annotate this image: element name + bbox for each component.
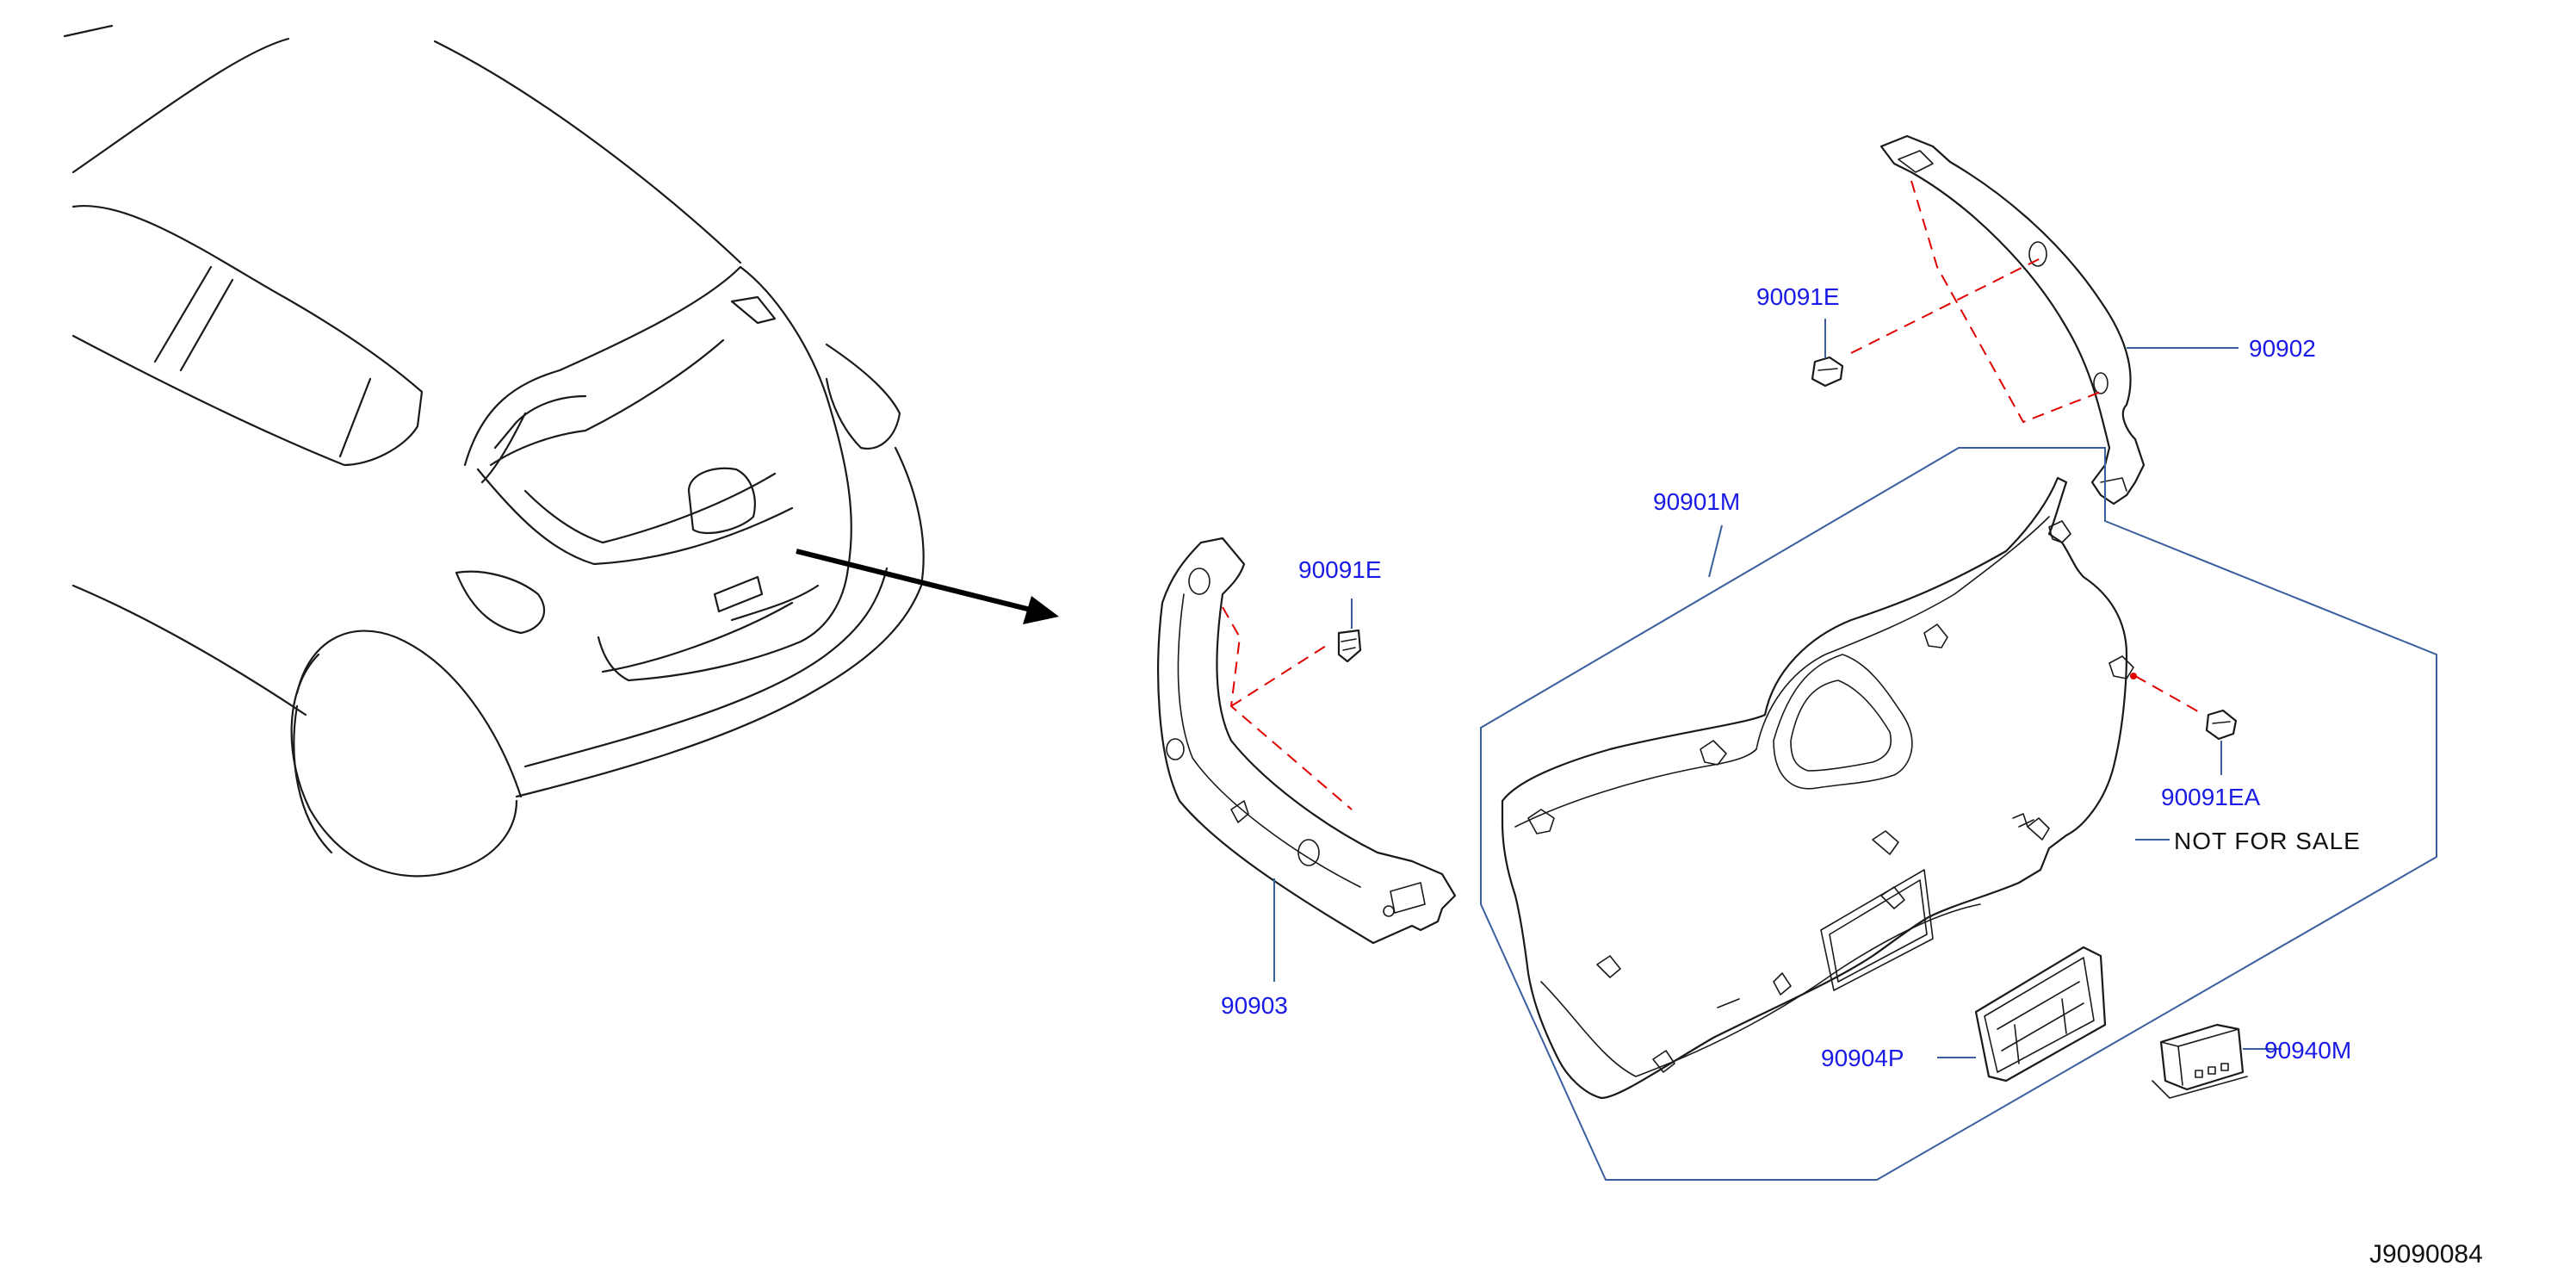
vehicle-rear-illustration [63,24,1059,878]
clip-left-part [1337,599,1362,663]
left-finisher-part [1157,537,1457,945]
drawing-code: J9090084 [2369,1240,2483,1269]
clip-right-part [2130,673,2238,775]
leader-lines [1273,347,2239,982]
upper-finisher-part [1850,134,2146,506]
label-finisher-main[interactable]: 90901M [1653,488,1740,515]
lamp-unit-part [2152,1023,2282,1099]
label-finisher-upper[interactable]: 90902 [2249,335,2316,362]
handle-pocket-part [1937,946,2107,1083]
label-note: NOT FOR SALE [2174,828,2361,854]
label-clip-left[interactable]: 90091E [1298,556,1382,583]
label-finisher-left[interactable]: 90903 [1221,992,1288,1019]
label-handle-pocket[interactable]: 90904P [1821,1045,1904,1071]
label-lamp-unit[interactable]: 90940M [2264,1037,2351,1064]
clip-upper-part [1811,319,1844,388]
label-clip-right[interactable]: 90091EA [2161,784,2261,810]
label-clip-upper[interactable]: 90091E [1756,283,1840,310]
main-finisher-part [1480,447,2437,1181]
